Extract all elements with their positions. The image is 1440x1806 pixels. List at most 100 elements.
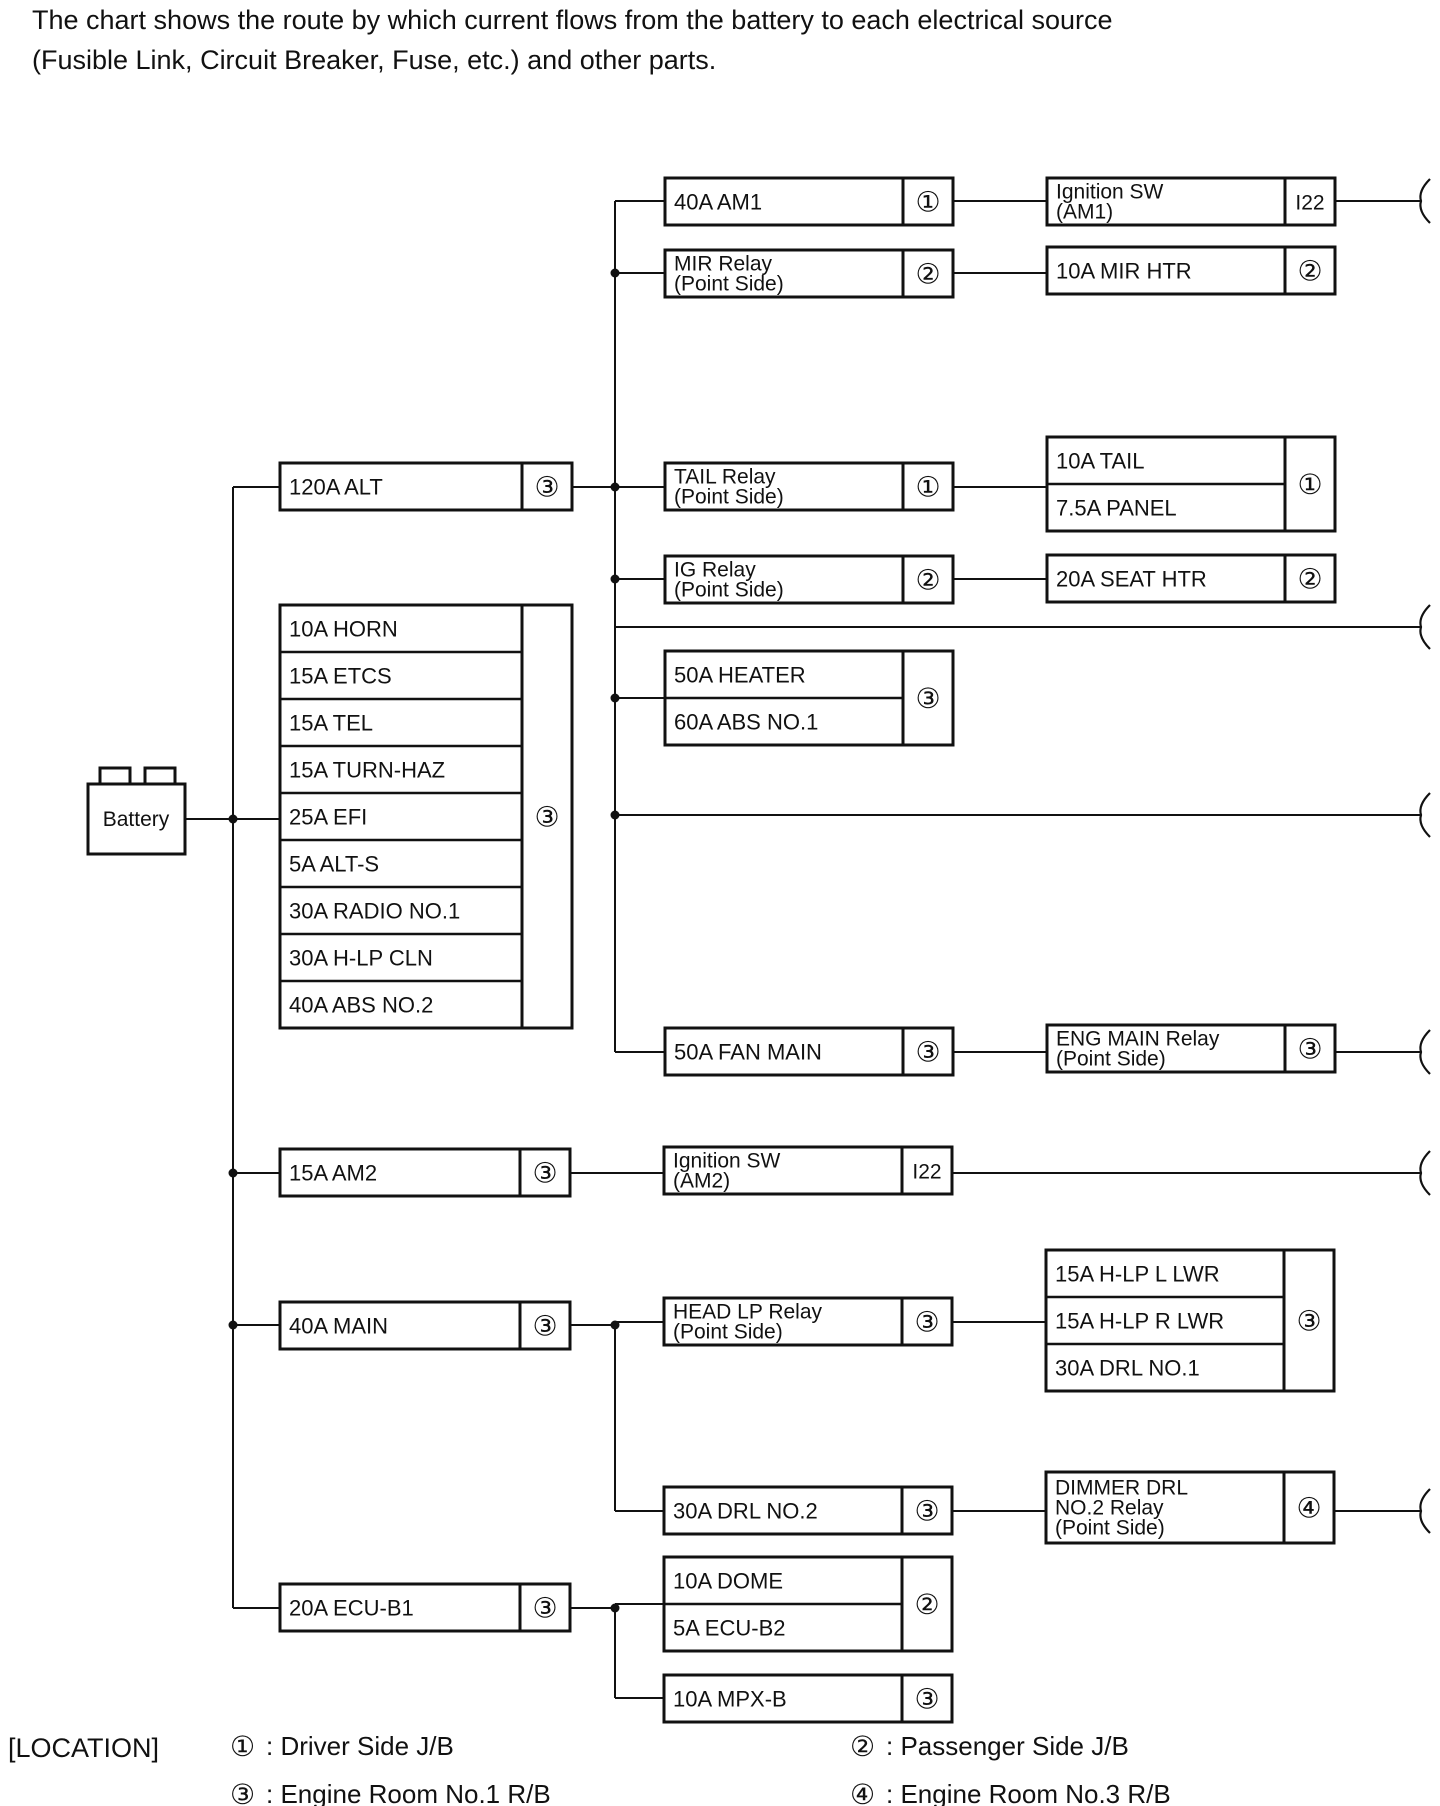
legend-symbol-2: ②	[850, 1731, 875, 1762]
box-frame	[1044, 1248, 1336, 1393]
location-marker: ③	[532, 1158, 557, 1189]
component-label: 15A TURN-HAZ	[289, 758, 445, 783]
box-frame	[1044, 1470, 1336, 1545]
box-igsw_am1: Ignition SW(AM1) I22	[1045, 176, 1337, 227]
battery-terminal-negative	[98, 766, 132, 787]
component-label: (Point Side)	[673, 1321, 783, 1344]
component-label: ENG MAIN Relay	[1056, 1028, 1220, 1051]
legend-symbol-4: ④	[850, 1779, 875, 1806]
component-label: (AM1)	[1056, 201, 1113, 224]
junction-dot	[610, 268, 620, 278]
location-marker: ④	[1296, 1493, 1321, 1524]
box-am1: 40A AM1 ①	[663, 176, 955, 227]
location-marker: ③	[532, 1593, 557, 1624]
component-label: Ignition SW	[1056, 181, 1164, 204]
component-label: 5A ALT-S	[289, 852, 379, 877]
component-label: MIR Relay	[674, 253, 773, 276]
location-marker: I22	[1295, 192, 1324, 215]
intro-line-2: (Fusible Link, Circuit Breaker, Fuse, et…	[32, 45, 717, 75]
location-marker: ②	[915, 259, 940, 290]
box-am2: 15A AM2 ③	[278, 1147, 572, 1198]
wire-continuation-mark	[1419, 604, 1431, 650]
component-label: 30A DRL NO.1	[1055, 1356, 1200, 1381]
wire-continuation-mark	[1419, 1488, 1431, 1534]
box-igrelay: IG Relay(Point Side) ②	[663, 554, 955, 605]
wire-continuation-mark	[1419, 1029, 1431, 1075]
component-label: NO.2 Relay	[1055, 1497, 1164, 1520]
battery-label: Battery	[103, 808, 170, 831]
box-frame	[663, 461, 955, 512]
intro-text: The chart shows the route by which curre…	[32, 0, 1332, 80]
legend-text-1: : Driver Side J/B	[266, 1731, 454, 1761]
component-label: 120A ALT	[289, 475, 383, 500]
box-frame	[278, 1147, 572, 1198]
component-label: 10A HORN	[289, 617, 398, 642]
box-frame	[662, 1145, 954, 1196]
box-mirhtr: 10A MIR HTR ②	[1045, 245, 1337, 296]
component-label: 30A RADIO NO.1	[289, 899, 460, 924]
location-marker: ③	[914, 1684, 939, 1715]
wire-continuation-mark	[1419, 1150, 1431, 1196]
location-marker: ③	[534, 802, 559, 833]
box-headlprelay: HEAD LP Relay(Point Side)③	[662, 1296, 954, 1347]
legend-text-4: : Engine Room No.3 R/B	[886, 1779, 1171, 1806]
box-engmain: ENG MAIN Relay(Point Side)③	[1045, 1023, 1337, 1074]
component-label: TAIL Relay	[674, 466, 776, 489]
wire-continuation-mark	[1419, 178, 1431, 224]
component-label: 40A AM1	[674, 190, 762, 215]
location-marker: ③	[915, 683, 940, 714]
location-marker: ①	[1297, 469, 1322, 500]
location-marker: ②	[1297, 564, 1322, 595]
component-label: 20A SEAT HTR	[1056, 567, 1207, 592]
location-marker: ②	[1297, 256, 1322, 287]
component-label: 50A FAN MAIN	[674, 1040, 822, 1065]
component-label: IG Relay	[674, 559, 756, 582]
box-mirrelay: MIR Relay(Point Side)②	[663, 248, 955, 299]
component-label: 15A ETCS	[289, 664, 392, 689]
component-label: 15A H-LP R LWR	[1055, 1309, 1224, 1334]
location-marker: ②	[915, 565, 940, 596]
component-label: 10A MPX-B	[673, 1687, 787, 1712]
component-label: 10A MIR HTR	[1056, 259, 1192, 284]
battery-symbol: Battery	[86, 766, 187, 856]
component-label: 50A HEATER	[674, 663, 806, 688]
component-label: 15A AM2	[289, 1161, 377, 1186]
box-frame	[662, 1673, 954, 1724]
wiring-lines	[185, 178, 1431, 1699]
box-seathtr: 20A SEAT HTR ②	[1045, 553, 1337, 604]
component-label: 5A ECU-B2	[673, 1616, 786, 1641]
box-frame	[1045, 176, 1337, 227]
component-label: 25A EFI	[289, 805, 367, 830]
box-igsw_am2: Ignition SW(AM2)I22	[662, 1145, 954, 1196]
location-marker: ③	[532, 1311, 557, 1342]
box-frame	[662, 1296, 954, 1347]
junction-dot	[228, 1168, 238, 1178]
location-marker: I22	[912, 1161, 941, 1184]
box-frame	[663, 248, 955, 299]
component-label: 20A ECU-B1	[289, 1596, 414, 1621]
box-frame	[278, 1300, 572, 1351]
box-drl2: 30A DRL NO.2 ③	[662, 1485, 954, 1536]
junction-dot	[610, 1320, 620, 1330]
component-label: (Point Side)	[674, 579, 784, 602]
component-label: 7.5A PANEL	[1056, 496, 1177, 521]
location-marker: ③	[1297, 1034, 1322, 1065]
box-frame	[278, 1582, 572, 1633]
location-marker: ①	[915, 187, 940, 218]
junction-dot	[610, 574, 620, 584]
box-frame	[662, 1485, 954, 1536]
location-marker: ③	[914, 1496, 939, 1527]
junction-dot	[610, 693, 620, 703]
intro-line-1: The chart shows the route by which curre…	[32, 5, 1113, 35]
battery-terminal-positive	[143, 766, 177, 787]
junction-dot	[610, 810, 620, 820]
component-label: 30A DRL NO.2	[673, 1499, 818, 1524]
component-label: HEAD LP Relay	[673, 1301, 823, 1324]
location-marker: ②	[914, 1589, 939, 1620]
